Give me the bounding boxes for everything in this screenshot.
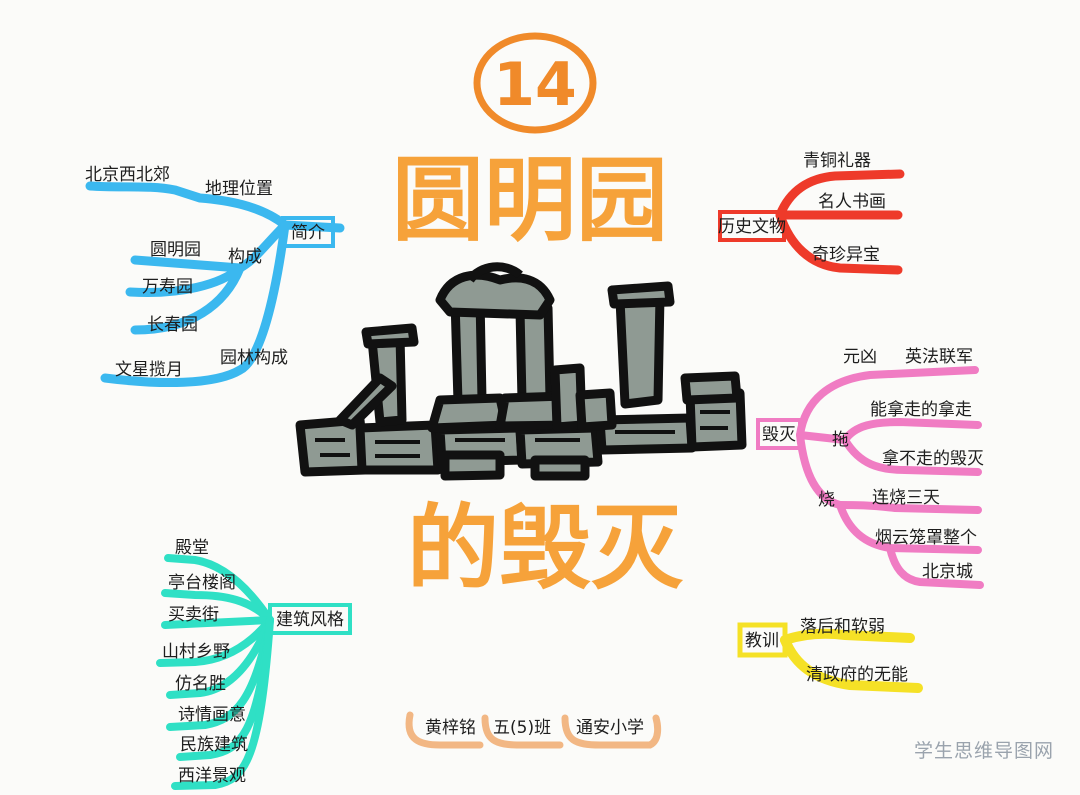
destruction-burn-c: 北京城: [922, 562, 973, 582]
architecture-item-1: 殿堂: [175, 538, 209, 558]
number-badge: [473, 32, 597, 134]
intro-composition-c: 长春园: [147, 315, 198, 335]
relics-text: 历史文物 青铜礼器 名人书画 奇珍异宝: [718, 151, 886, 265]
ruins-illustration: [295, 262, 747, 481]
footer-school: 通安小学: [576, 718, 644, 738]
intro-item-location: 地理位置: [205, 179, 273, 199]
destruction-label: 毁灭: [762, 425, 796, 445]
title-line1: 圆明园: [392, 147, 668, 254]
architecture-item-2: 亭台楼阁: [168, 573, 236, 593]
intro-item-garden: 园林构成: [220, 348, 288, 368]
destruction-loot-a: 能拿走的拿走: [870, 399, 972, 420]
title-line2: 的毁灭: [407, 495, 684, 602]
architecture-item-3: 买卖街: [168, 605, 219, 625]
destruction-burn-a: 连烧三天: [872, 488, 940, 508]
branch-architecture: [156, 554, 274, 790]
intro-label-box: [281, 216, 335, 248]
destruction-loot-b: 拿不走的毁灭: [882, 448, 984, 469]
intro-item-composition: 构成: [228, 247, 262, 267]
destruction-item-burn: 烧: [818, 490, 835, 510]
architecture-item-8: 西洋景观: [178, 766, 246, 786]
lesson-label: 教训: [745, 631, 779, 651]
architecture-item-5: 仿名胜: [175, 674, 226, 694]
footer-name: 黄梓铭: [425, 718, 476, 738]
destruction-label-box: [756, 418, 802, 450]
watermark: 学生思维导图网: [913, 740, 1054, 762]
title: 14 圆明园 的毁灭: [392, 32, 684, 602]
architecture-item-4: 山村乡野: [162, 642, 230, 662]
footer-text: 黄梓铭 五(5)班 通安小学: [425, 718, 644, 738]
lesson-label-box: [737, 622, 788, 658]
intro-composition-a: 圆明园: [150, 240, 201, 260]
architecture-item-6: 诗情画意: [178, 705, 246, 725]
relics-item-bronze: 青铜礼器: [803, 151, 871, 171]
relics-label-box: [718, 210, 786, 242]
lesson-item-weak: 落后和软弱: [800, 617, 885, 637]
relics-label: 历史文物: [718, 217, 786, 237]
footer-brackets: [405, 711, 662, 749]
relics-item-paintings: 名人书画: [818, 192, 886, 212]
footer-class: 五(5)班: [493, 718, 551, 738]
destruction-text: 毁灭 元凶 英法联军 拖 能拿走的拿走 拿不走的毁灭 烧 连烧三天 烟云笼罩整个…: [762, 347, 984, 582]
branch-destruction: [796, 366, 984, 589]
lesson-item-government: 清政府的无能: [806, 665, 908, 685]
destruction-item-loot: 拖: [832, 430, 849, 450]
title-number: 14: [493, 50, 577, 120]
architecture-item-7: 民族建筑: [180, 735, 248, 755]
branch-intro: [85, 181, 345, 388]
destruction-item-culprit: 元凶: [843, 347, 877, 367]
ruins-details: [315, 410, 730, 458]
lesson-text: 教训 落后和软弱 清政府的无能: [745, 617, 908, 685]
destruction-burn-b: 烟云笼罩整个: [875, 528, 977, 548]
relics-item-treasures: 奇珍异宝: [812, 245, 880, 265]
intro-text: 简介 地理位置 北京西北郊 构成 圆明园 万寿园 长春园 园林构成 文星揽月: [85, 165, 325, 380]
intro-composition-b: 万寿园: [142, 277, 193, 297]
intro-garden-detail: 文星揽月: [115, 360, 183, 380]
intro-location-detail: 北京西北郊: [85, 165, 170, 185]
intro-label: 简介: [291, 223, 325, 243]
architecture-label: 建筑风格: [276, 610, 344, 630]
branch-lesson: [780, 628, 923, 693]
architecture-text: 建筑风格 殿堂 亭台楼阁 买卖街 山村乡野 仿名胜 诗情画意 民族建筑 西洋景观: [162, 538, 344, 786]
architecture-label-box: [268, 603, 352, 635]
destruction-culprit-detail: 英法联军: [905, 347, 973, 367]
